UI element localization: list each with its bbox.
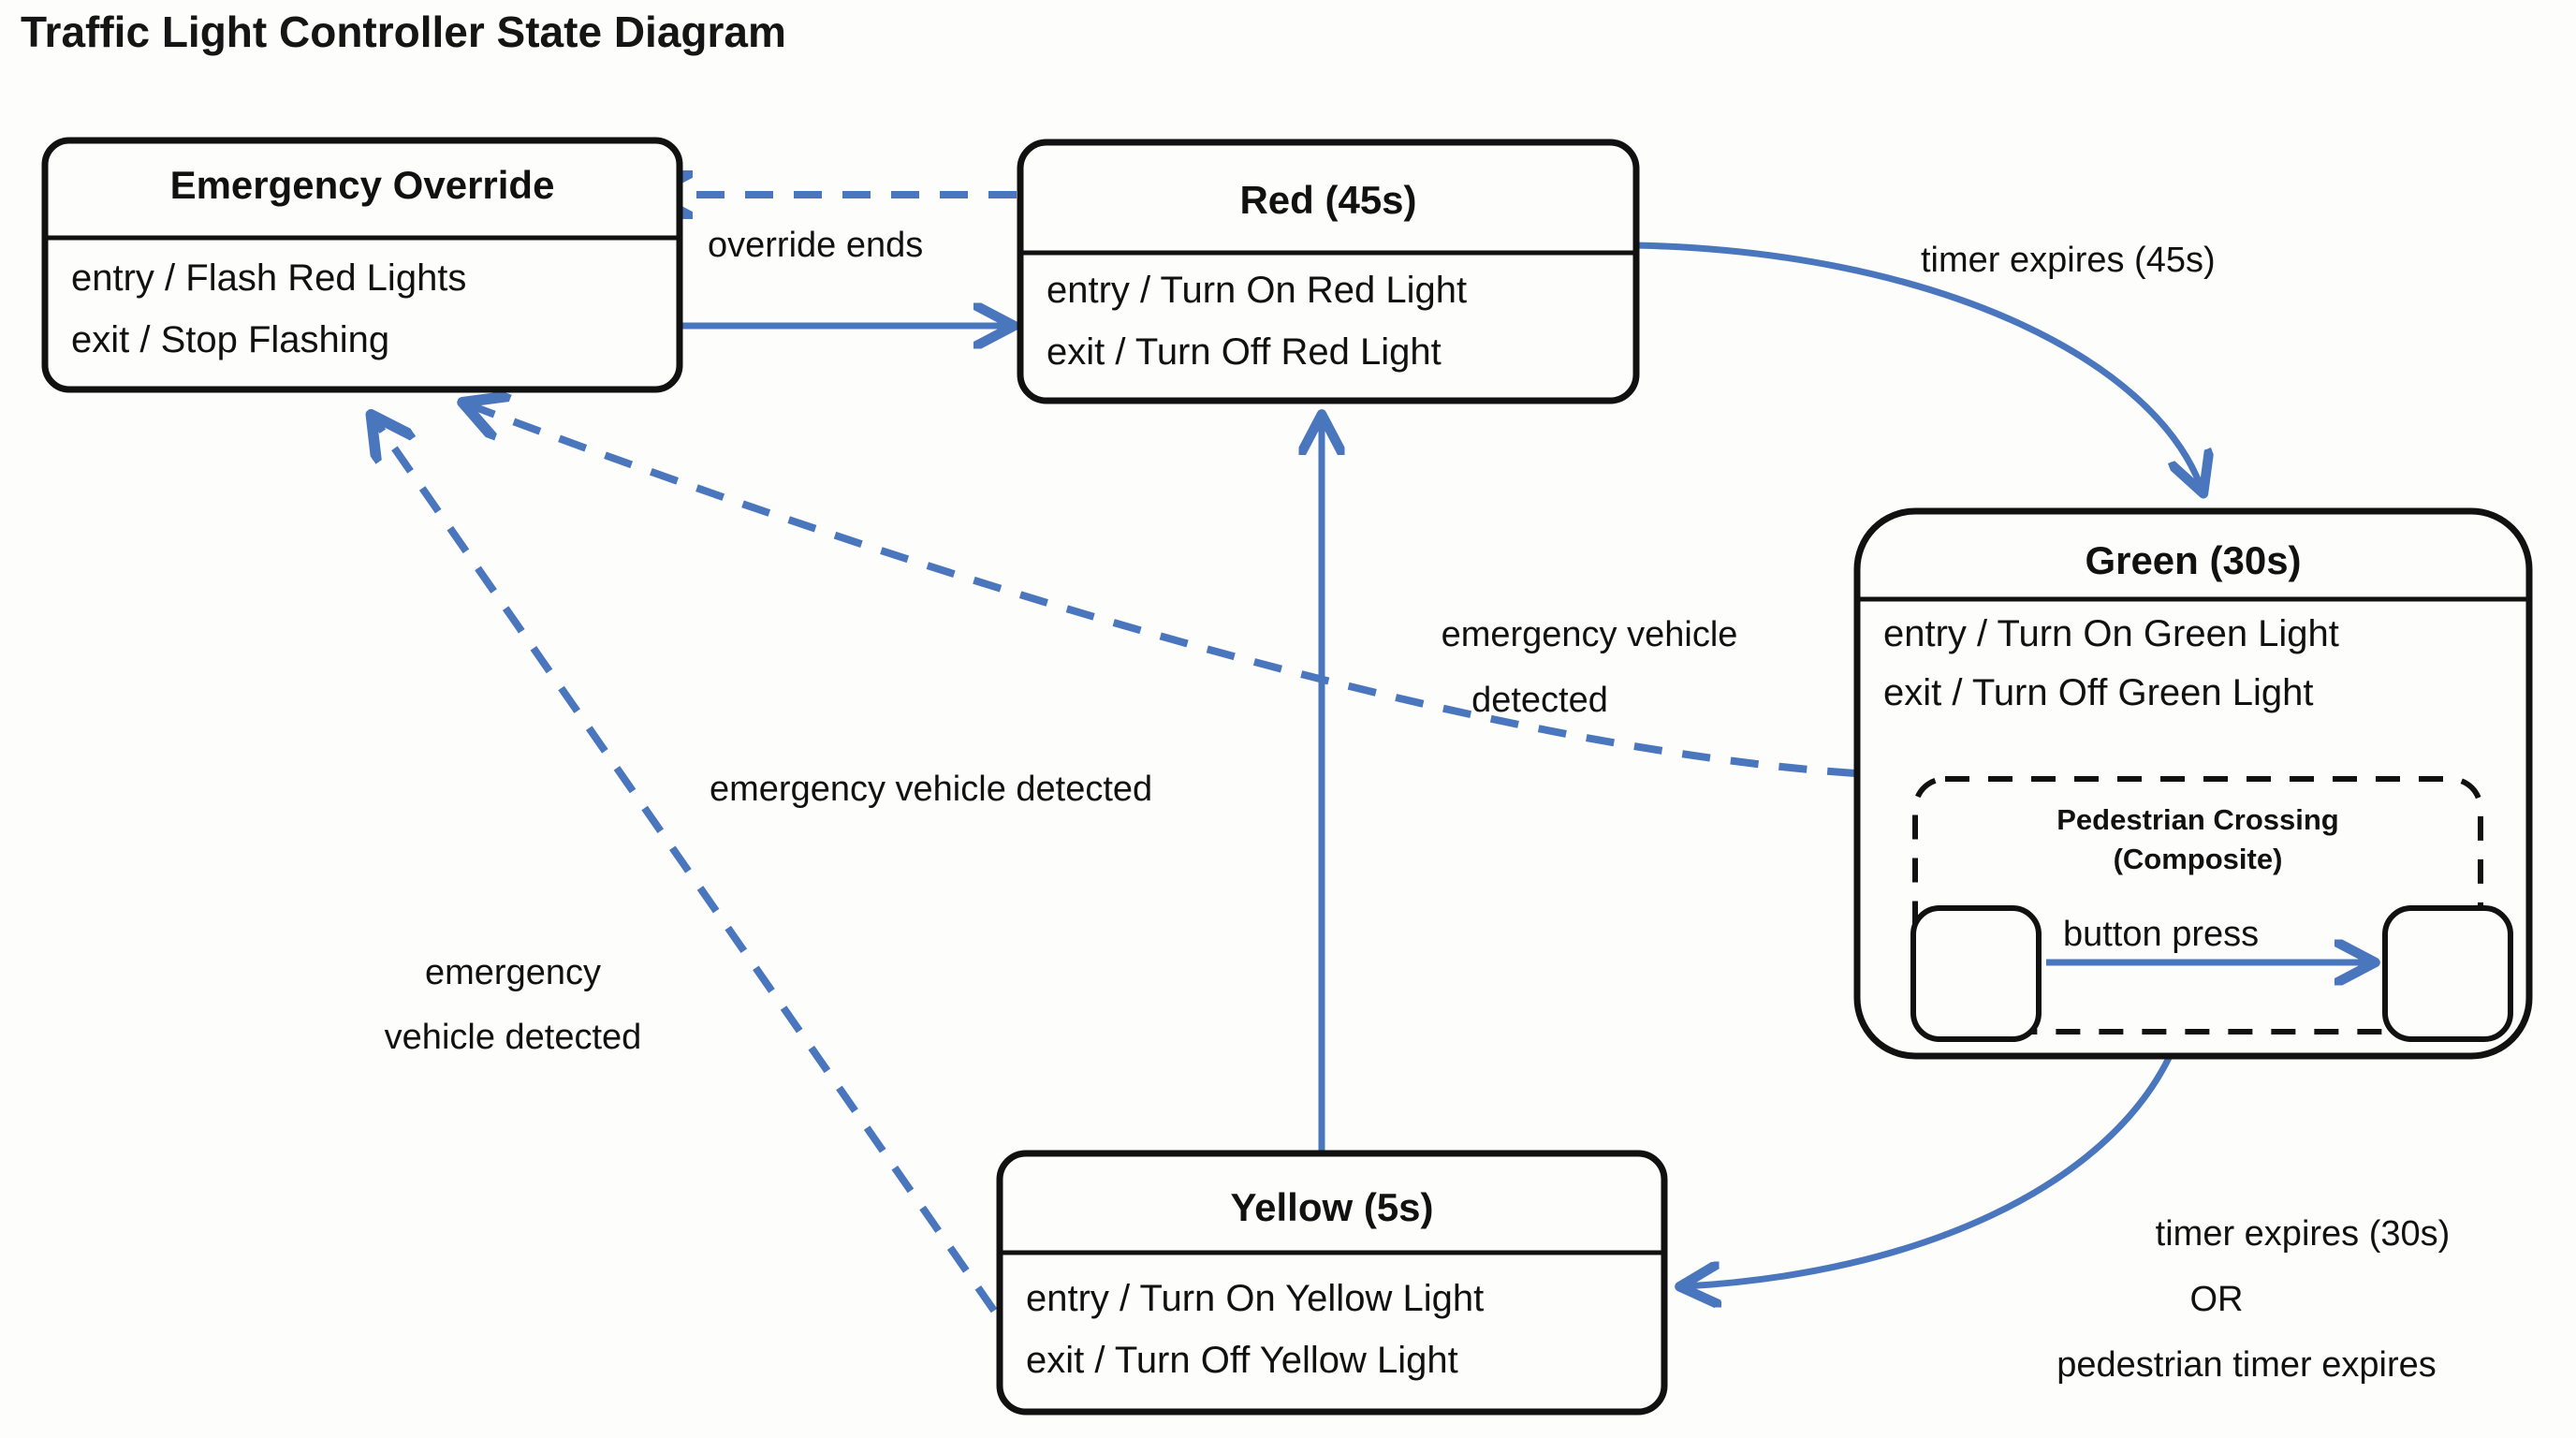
edge-label-green-yellow-line1: timer expires (30s) <box>2156 1214 2451 1254</box>
substate-waiting[interactable] <box>1910 905 2042 1042</box>
edge-label-green-yellow-line3: pedestrian timer expires <box>2056 1345 2437 1385</box>
edge-label-yellow-emergency-line1: emergency <box>425 953 601 992</box>
composite-pedestrian-crossing[interactable]: Pedestrian Crossing (Composite) button p… <box>1910 776 2513 1042</box>
state-yellow-box[interactable] <box>996 1150 1668 1416</box>
state-emergency-override[interactable]: Emergency Override entry / Flash Red Lig… <box>41 137 683 393</box>
edge-green-to-yellow <box>1685 1054 2174 1286</box>
page-title: Traffic Light Controller State Diagram <box>21 7 786 56</box>
state-green-exit: exit / Turn Off Green Light <box>1883 672 2314 713</box>
edge-label-timer-expires-45: timer expires (45s) <box>1921 241 2216 280</box>
state-yellow-title: Yellow (5s) <box>1230 1185 1433 1229</box>
state-yellow-exit: exit / Turn Off Yellow Light <box>1026 1340 1458 1381</box>
state-yellow[interactable]: Yellow (5s) entry / Turn On Yellow Light… <box>996 1150 1668 1416</box>
state-emergency-override-entry: entry / Flash Red Lights <box>71 257 466 299</box>
substate-walking[interactable] <box>2382 905 2513 1042</box>
edge-yellow-to-override <box>374 419 998 1313</box>
composite-title-line2: (Composite) <box>2114 843 2283 875</box>
state-green-entry: entry / Turn On Green Light <box>1883 613 2339 654</box>
edge-label-green-emergency-line1: emergency vehicle <box>1442 615 1738 654</box>
state-green[interactable]: Green (30s) entry / Turn On Green Light … <box>1853 507 2533 1060</box>
edge-label-red-emergency: emergency vehicle detected <box>710 770 1152 809</box>
edge-label-yellow-emergency-line2: vehicle detected <box>385 1018 642 1057</box>
state-red-entry: entry / Turn On Red Light <box>1046 270 1467 311</box>
edge-green-to-override <box>468 404 1856 777</box>
state-emergency-override-title: Emergency Override <box>170 163 555 207</box>
state-emergency-override-exit: exit / Stop Flashing <box>71 319 389 360</box>
state-red-box[interactable] <box>1017 139 1640 404</box>
state-yellow-entry: entry / Turn On Yellow Light <box>1026 1278 1484 1319</box>
edge-label-override-ends: override ends <box>708 226 923 265</box>
edge-label-green-yellow-line2: OR <box>2190 1280 2244 1319</box>
state-emergency-override-box[interactable] <box>41 137 683 393</box>
edge-button-press-label: button press <box>2063 915 2259 954</box>
state-red[interactable]: Red (45s) entry / Turn On Red Light exit… <box>1017 139 1640 404</box>
state-red-title: Red (45s) <box>1239 178 1416 222</box>
state-red-exit: exit / Turn Off Red Light <box>1046 331 1442 373</box>
edge-red-to-green <box>1632 242 2202 489</box>
state-green-title: Green (30s) <box>2085 538 2301 582</box>
edge-label-green-emergency-line2: detected <box>1471 681 1608 720</box>
composite-title-line1: Pedestrian Crossing <box>2056 803 2338 836</box>
